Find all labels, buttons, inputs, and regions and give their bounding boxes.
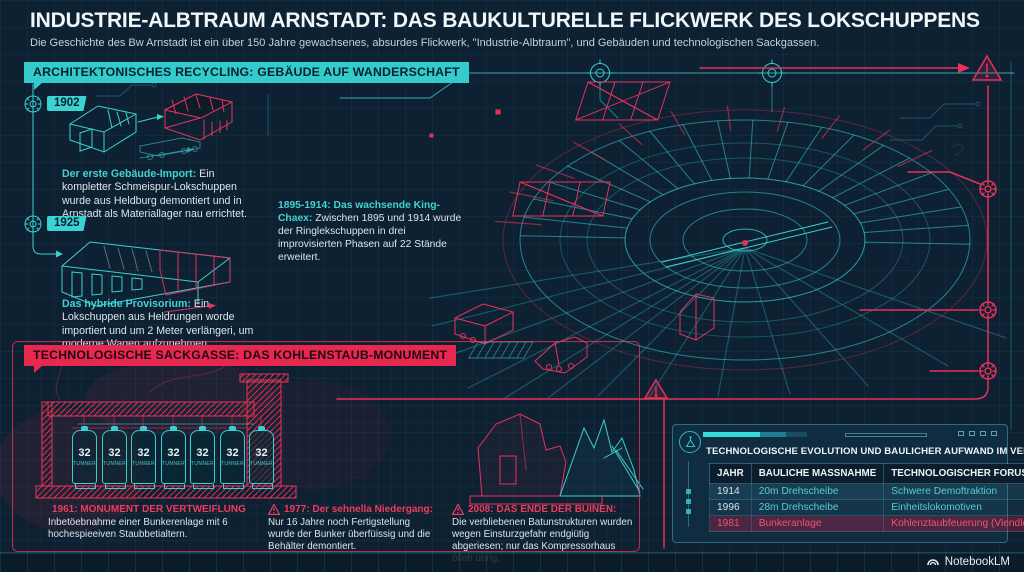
red-wall-frame <box>574 81 671 121</box>
column-header-jahr: JAHR <box>709 463 752 484</box>
ruins-drawing <box>469 413 644 505</box>
table-row: 1914 20m Drehscheibe Schwere Demoftrakti… <box>709 483 1024 500</box>
shed-1902-drawing <box>69 93 234 160</box>
column-header-massnahme: BAULICHE MASSNAHME <box>750 463 885 484</box>
page-subtitle: Die Geschichte des Bw Arnstadt ist ein ü… <box>30 37 820 49</box>
cell-massnahme: 20m Drehscheibe <box>750 483 885 500</box>
column-header-forus: TECHNOLOGISCHER FORUS <box>883 463 1024 484</box>
comparison-table: JAHR BAULICHE MASSNAHME TECHNOLOGISCHER … <box>709 463 1024 532</box>
section-header-sackgasse: TECHNOLOGISCHE SACKGASSE: DAS KOHLENSTAU… <box>24 345 457 373</box>
locomotive-sketches <box>454 293 715 374</box>
top-connector-line <box>267 59 1015 136</box>
red-wall-frame <box>512 181 611 217</box>
ring-expansion-note: 1895-1914: Das wachsende King-Chaex: Zwi… <box>278 200 462 263</box>
flask-icon <box>679 431 701 453</box>
timeline-text-1902: Der erste Gebäude-Import: Ein kompletter… <box>62 168 247 221</box>
timeline-1902-1925 <box>24 83 63 258</box>
panel-slider <box>686 461 691 527</box>
cell-jahr: 1981 <box>709 515 752 532</box>
cell-forus: Schwere Demoftraktion <box>883 483 1024 500</box>
timeline-text-1925: Das hybride Provisorium: Ein Lokschuppen… <box>62 298 254 350</box>
table-row-highlighted: 1981 Bunkeranlage Kohlenztaubfeuerung (V… <box>709 515 1024 532</box>
comparison-panel: TECHNOLOGISCHE EVOLUTION UND BAULICHER A… <box>672 424 1024 543</box>
event-1961: 1961: MONUMENT DER VERTWEIFLUNG Inbetöeb… <box>48 504 246 541</box>
footer-strip <box>0 552 1024 572</box>
circuit-node-icon <box>979 301 997 319</box>
table-header-row: JAHR BAULICHE MASSNAHME TECHNOLOGISCHER … <box>709 463 1024 484</box>
comparison-table-title: TECHNOLOGISCHE EVOLUTION UND BAULICHER A… <box>706 446 1024 457</box>
red-circuit <box>336 54 1003 549</box>
cell-forus: Einheitslokomotiven <box>883 499 1024 516</box>
warning-icon <box>452 504 464 515</box>
cell-massnahme: 28m Drehscheibe <box>750 499 885 516</box>
year-badge-1902: 1902 <box>47 96 87 111</box>
cell-forus: Kohlenztaubfeuerung (Viendler) <box>883 515 1024 532</box>
warning-triangle-icon <box>643 378 669 399</box>
radial-arrows <box>494 105 933 226</box>
watermark-label: NotebookLM <box>944 555 1010 568</box>
watermark: NotebookLM <box>926 555 1010 568</box>
cell-jahr: 1914 <box>709 483 752 500</box>
progress-bar-filled <box>703 432 807 437</box>
section-header-recycling: ARCHITEKTONISCHES RECYCLING: GEBÄUDE AUF… <box>24 62 469 90</box>
warning-icon <box>268 504 280 515</box>
imported-shed-frame <box>163 93 234 141</box>
year-badge-1925: 1925 <box>47 216 87 231</box>
question-glyph: ? <box>900 252 910 272</box>
notebooklm-logo-icon <box>926 559 939 566</box>
question-glyph: ? <box>947 136 966 168</box>
circuit-node-icon <box>979 180 997 198</box>
pink-extension <box>159 249 231 313</box>
panel-mini-icons <box>958 431 997 436</box>
event-1977: 1977: Der sehnella Niedergang: Nur 16 Ja… <box>268 504 433 553</box>
turntable-bridge <box>661 221 833 268</box>
table-row: 1996 28m Drehscheibe Einheitslokomotiven <box>709 499 1024 516</box>
ringlokschuppen-drawing <box>429 81 1007 399</box>
shed-1925-drawing <box>61 241 231 313</box>
circuit-traces: ? ? <box>95 61 1012 431</box>
warning-triangle-icon <box>971 54 1003 81</box>
page-title: INDUSTRIE-ALBTRAUM ARNSTADT: DAS BAUKULT… <box>30 9 980 32</box>
cell-jahr: 1996 <box>709 499 752 516</box>
cell-massnahme: Bunkeranlage <box>750 515 885 532</box>
circuit-node-icon <box>979 362 997 380</box>
progress-bar-empty <box>845 433 927 437</box>
